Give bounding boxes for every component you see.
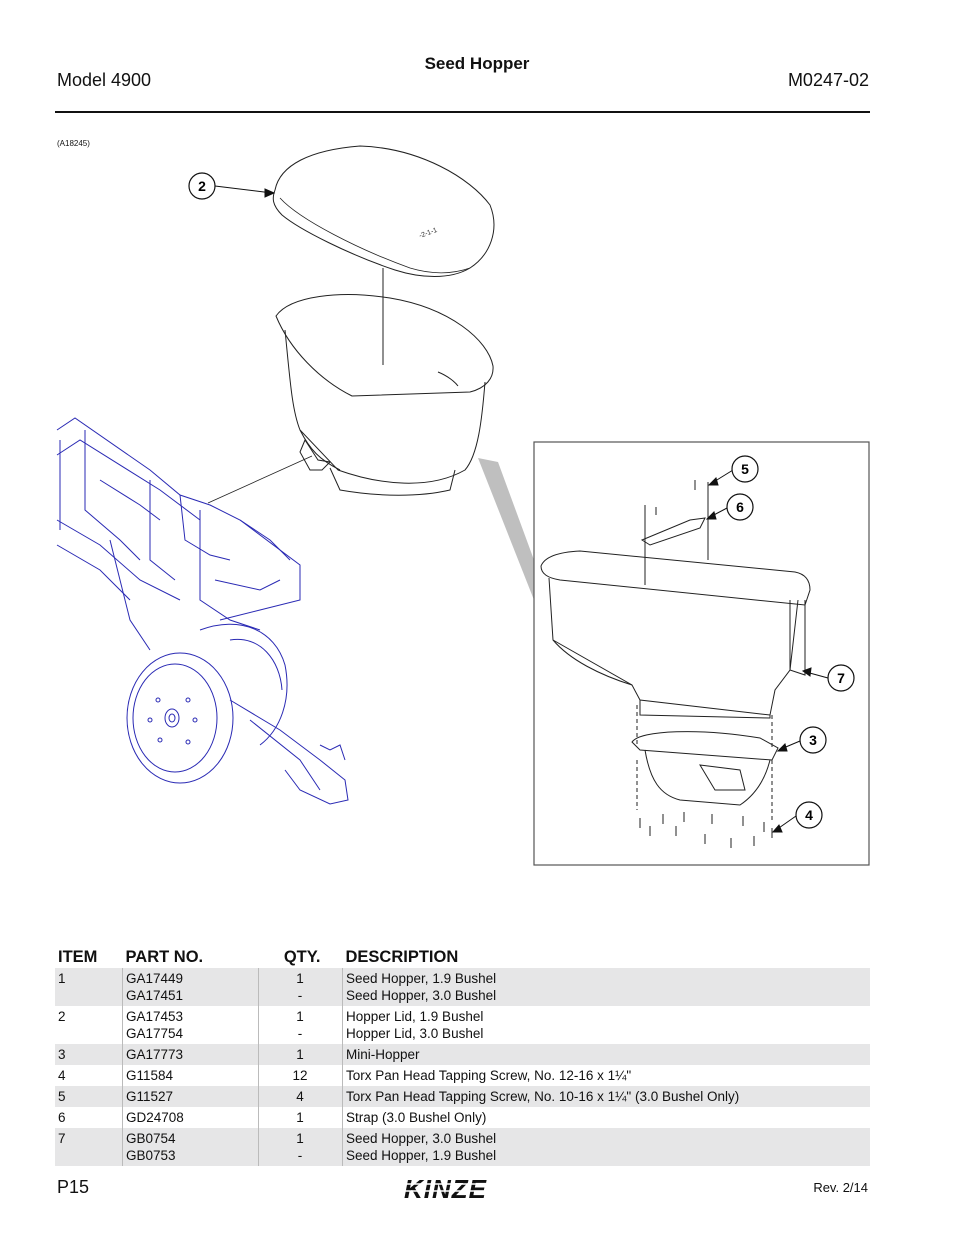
row-part-no: GA17754 — [126, 1026, 184, 1041]
row-qty: 12 — [258, 1065, 343, 1086]
seed-hopper-drawing — [275, 294, 494, 496]
hopper-lid-drawing: -2-1-1 — [272, 145, 495, 277]
row-description: Hopper Lid, 3.0 Bushel — [346, 1026, 484, 1041]
row-part-no: GD24708 — [122, 1107, 259, 1128]
detail-hardware-drawing — [540, 480, 811, 848]
parts-table: ITEM PART NO. QTY. DESCRIPTION 1 GA17449… — [55, 946, 870, 1166]
model-label: Model 4900 — [57, 70, 152, 90]
row-description: Mini-Hopper — [342, 1044, 870, 1065]
row-qty: 1 — [296, 971, 304, 986]
table-row: 5 G11527 4 Torx Pan Head Tapping Screw, … — [55, 1086, 870, 1107]
row-item: 6 — [58, 1110, 66, 1125]
revision-label: Rev. 2/14 — [813, 1180, 868, 1195]
row-item: 1 — [55, 968, 123, 1006]
page-number: P15 — [57, 1177, 90, 1197]
kinze-logo-text: KINZE — [404, 1175, 487, 1203]
svg-text:4: 4 — [805, 807, 813, 823]
row-description: Seed Hopper, 3.0 Bushel — [346, 988, 497, 1003]
svg-text:7: 7 — [837, 670, 845, 686]
header-qty: QTY. — [283, 948, 321, 966]
svg-text:-2-1-1: -2-1-1 — [418, 227, 438, 240]
row-qty: 1 — [258, 1107, 343, 1128]
header-description: DESCRIPTION — [345, 948, 459, 966]
row-part-no: GB0754 — [126, 1131, 176, 1146]
table-row: 3 GA17773 1 Mini-Hopper — [55, 1044, 870, 1065]
detail-callout-wedge — [478, 458, 534, 600]
row-qty: 1 — [296, 1131, 304, 1146]
callout-6: 6 — [726, 493, 754, 521]
page-title: Seed Hopper — [424, 54, 530, 73]
row-qty: 1 — [258, 1044, 343, 1065]
figure-reference: (A18245) — [57, 139, 90, 148]
row-description: Seed Hopper, 1.9 Bushel — [346, 1148, 497, 1163]
row-description: Torx Pan Head Tapping Screw, No. 10-16 x… — [342, 1086, 870, 1107]
row-item: 5 — [55, 1086, 123, 1107]
svg-text:2: 2 — [198, 178, 206, 194]
row-description: Hopper Lid, 1.9 Bushel — [346, 1009, 484, 1024]
row-part-no: GA17449 — [126, 971, 184, 986]
document-number: M0247-02 — [787, 70, 869, 90]
table-row: 4 G11584 12 Torx Pan Head Tapping Screw,… — [55, 1065, 870, 1086]
callout-leaders — [214, 185, 829, 833]
planter-row-unit-drawing — [56, 417, 349, 805]
row-item: 3 — [55, 1044, 123, 1065]
callout-2: 2 — [188, 172, 216, 200]
header-rule — [55, 111, 870, 113]
row-qty: 4 — [258, 1086, 343, 1107]
header-part-no: PART NO. — [125, 948, 204, 966]
row-qty: - — [297, 1026, 303, 1041]
row-qty: - — [297, 1148, 303, 1163]
svg-text:5: 5 — [741, 461, 749, 477]
row-qty: 1 — [296, 1009, 304, 1024]
row-description: Seed Hopper, 3.0 Bushel — [346, 1131, 497, 1146]
table-row: 6 GD24708 1 Strap (3.0 Bushel Only) — [55, 1107, 870, 1128]
row-item: 7 — [55, 1128, 123, 1166]
callout-7: 7 — [827, 664, 855, 692]
svg-text:3: 3 — [809, 732, 817, 748]
row-part-no: G11527 — [122, 1086, 259, 1107]
row-part-no: GB0753 — [126, 1148, 176, 1163]
row-part-no: GA17773 — [122, 1044, 259, 1065]
detail-box — [533, 441, 870, 866]
row-part-no: GA17451 — [126, 988, 184, 1003]
row-part-no: G11584 — [122, 1065, 259, 1086]
kinze-logo: KINZE — [402, 1175, 518, 1203]
row-description: Torx Pan Head Tapping Screw, No. 12-16 x… — [342, 1065, 870, 1086]
svg-text:6: 6 — [736, 499, 744, 515]
row-item: 4 — [58, 1068, 66, 1083]
row-part-no: GA17453 — [126, 1009, 184, 1024]
parts-table-header: ITEM PART NO. QTY. DESCRIPTION — [55, 946, 870, 968]
row-description: Seed Hopper, 1.9 Bushel — [346, 971, 497, 986]
callout-3: 3 — [799, 726, 827, 754]
callout-5: 5 — [731, 455, 759, 483]
header-item: ITEM — [58, 948, 98, 966]
seed-hopper-diagram: -2-1-1 — [56, 145, 870, 866]
row-description: Strap (3.0 Bushel Only) — [342, 1107, 870, 1128]
callout-4: 4 — [795, 801, 823, 829]
row-qty: - — [297, 988, 303, 1003]
row-item: 2 — [58, 1009, 66, 1024]
